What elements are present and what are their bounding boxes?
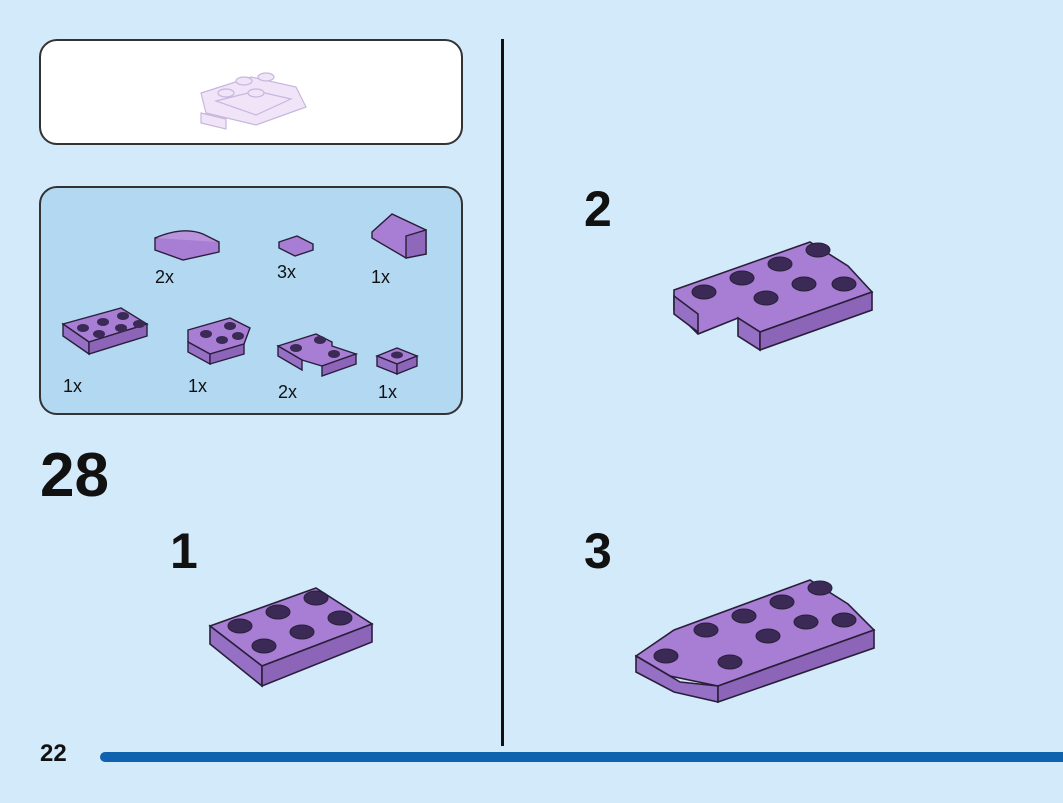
model-preview-panel [39, 39, 463, 145]
part-qty: 3x [277, 262, 297, 282]
page-divider [501, 39, 504, 746]
part-wedge-plate [187, 317, 251, 366]
model-preview-image [200, 72, 307, 130]
part-curved-slope-1x2 [154, 230, 220, 261]
part-slope-wedge [371, 213, 427, 259]
part-plate-2x3 [61, 307, 149, 356]
progress-bar [100, 752, 1063, 762]
substep-1-illustration [208, 587, 374, 688]
substep-label: 1 [170, 523, 198, 579]
part-qty: 1x [188, 376, 208, 396]
part-qty: 1x [371, 267, 391, 287]
substep-3-illustration [634, 579, 876, 704]
part-corner-plate [276, 333, 359, 377]
part-qty: 2x [155, 267, 175, 287]
substep-label: 3 [584, 523, 612, 579]
substep-label: 2 [584, 181, 612, 237]
parts-list-panel: 2x 3x 1x 1x 1x 2x 1x [39, 186, 463, 415]
part-qty: 1x [378, 382, 398, 402]
part-qty: 1x [63, 376, 83, 396]
part-curved-slope-1x1 [278, 235, 314, 257]
substep-2-illustration [673, 241, 874, 352]
page-number: 22 [40, 740, 67, 767]
part-qty: 2x [278, 382, 298, 402]
step-number: 28 [40, 441, 109, 510]
part-plate-1x1 [375, 347, 419, 376]
